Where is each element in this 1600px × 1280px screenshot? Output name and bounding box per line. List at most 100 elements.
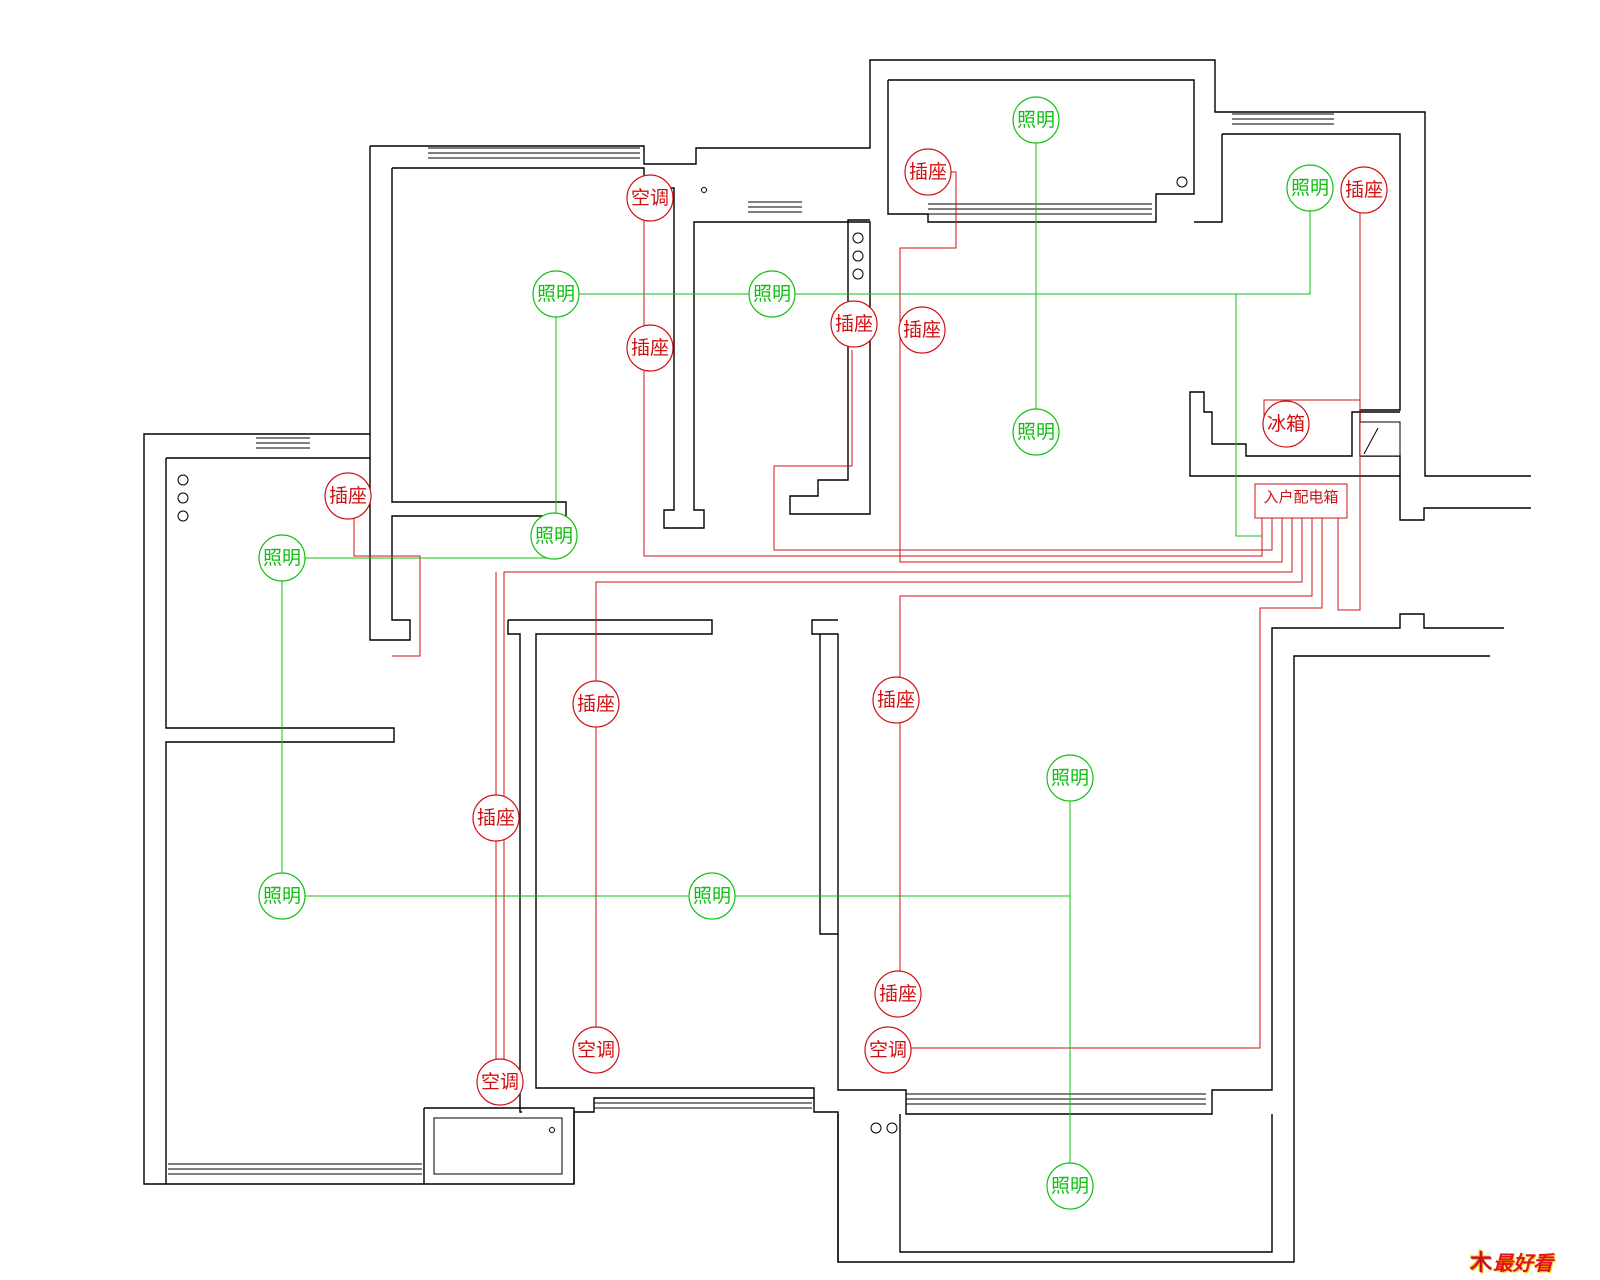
lighting-symbol-circle [258, 534, 306, 582]
socket-symbol-circle [472, 794, 520, 842]
socket-symbol-circle [904, 148, 952, 196]
lighting-symbol-label: 照明 [535, 525, 573, 547]
socket-wire [643, 216, 1263, 557]
wall-outline [370, 59, 1531, 477]
aircon-symbol-label: 空调 [631, 187, 669, 209]
lighting-symbol: 照明 [1012, 96, 1060, 144]
lighting-symbol: 照明 [1286, 164, 1334, 212]
wall-outline [423, 1107, 575, 1184]
wall-outline [819, 634, 838, 935]
socket-symbol: 插座 [1340, 166, 1388, 214]
socket-symbol-circle [872, 676, 920, 724]
fridge-symbol: 冰箱 [1262, 400, 1310, 448]
distribution-panel-box [1254, 483, 1348, 519]
wall-outline [165, 457, 395, 1184]
lighting-symbol: 照明 [530, 512, 578, 560]
watermark-mark: 木 [1470, 1251, 1492, 1276]
socket-symbol: 插座 [626, 324, 674, 372]
pipe-circle [852, 250, 864, 262]
lighting-symbol-circle [532, 270, 580, 318]
lighting-symbol: 照明 [1012, 408, 1060, 456]
socket-symbol-circle [830, 300, 878, 348]
aircon-symbol: 空调 [626, 174, 674, 222]
fridge-symbol-label: 冰箱 [1267, 413, 1305, 435]
lighting-symbol-label: 照明 [537, 283, 575, 305]
socket-symbol-circle [626, 324, 674, 372]
bathtub-fixture [433, 1117, 563, 1175]
socket-symbol-circle [324, 472, 372, 520]
lighting-symbol: 照明 [688, 872, 736, 920]
socket-symbol: 插座 [904, 148, 952, 196]
aircon-symbol-label: 空调 [577, 1039, 615, 1061]
wall-layer [143, 59, 1531, 1263]
socket-symbol-label: 插座 [877, 689, 915, 711]
socket-symbol-label: 插座 [631, 337, 669, 359]
lighting-symbol-circle [688, 872, 736, 920]
wall-outline [1399, 476, 1531, 521]
aircon-symbol: 空调 [864, 1026, 912, 1074]
socket-symbol-label: 插座 [903, 319, 941, 341]
pipe-circle [177, 474, 189, 486]
lighting-symbol-label: 照明 [1051, 767, 1089, 789]
lighting-symbol-circle [1012, 408, 1060, 456]
socket-symbol: 插座 [472, 794, 520, 842]
socket-symbol-circle [1340, 166, 1388, 214]
lighting-symbol: 照明 [258, 872, 306, 920]
socket-symbol-label: 插座 [879, 983, 917, 1005]
pipe-circle [701, 187, 707, 193]
socket-wire [899, 516, 1313, 984]
pipe-circle [852, 232, 864, 244]
pipe-circle [1176, 176, 1188, 188]
watermark-brand: 最好看 [1493, 1250, 1554, 1275]
aircon-symbol: 空调 [476, 1058, 524, 1106]
aircon-symbol-circle [572, 1026, 620, 1074]
wall-outline [392, 167, 871, 529]
socket-symbol: 插座 [874, 970, 922, 1018]
socket-wire [899, 171, 1283, 563]
aircon-symbol-label: 空调 [481, 1071, 519, 1093]
lighting-symbol-circle [1046, 1162, 1094, 1210]
wall-outline [508, 619, 815, 1098]
watermark-logo: 木 最好看 [1470, 1246, 1554, 1277]
wall-outline [369, 146, 567, 641]
shaft-diagonal [1363, 427, 1379, 455]
aircon-symbol: 空调 [572, 1026, 620, 1074]
socket-symbol-circle [874, 970, 922, 1018]
lighting-wire [556, 190, 1311, 295]
lighting-symbol-label: 照明 [1017, 421, 1055, 443]
pipe-circle [177, 510, 189, 522]
socket-symbol-label: 插座 [329, 485, 367, 507]
lighting-symbol-label: 照明 [693, 885, 731, 907]
lighting-symbol: 照明 [748, 270, 796, 318]
shaft-fixture [1359, 421, 1401, 457]
lighting-symbol: 照明 [532, 270, 580, 318]
lighting-symbol-circle [1012, 96, 1060, 144]
lighting-symbol-circle [1286, 164, 1334, 212]
lighting-symbol-label: 照明 [1017, 109, 1055, 131]
distribution-panel-label: 入户配电箱 [1263, 488, 1338, 506]
socket-symbol: 插座 [872, 676, 920, 724]
lighting-symbol: 照明 [1046, 1162, 1094, 1210]
lighting-symbol-label: 照明 [1291, 177, 1329, 199]
distribution-panel: 入户配电箱 [1254, 483, 1348, 519]
lighting-symbol-label: 照明 [1051, 1175, 1089, 1197]
socket-wire [900, 516, 1323, 1049]
pipe-circle [177, 492, 189, 504]
aircon-symbol-label: 空调 [869, 1039, 907, 1061]
pipe-circle [886, 1122, 898, 1134]
socket-symbol-label: 插座 [477, 807, 515, 829]
pipe-circle [852, 268, 864, 280]
socket-symbol-circle [898, 306, 946, 354]
socket-symbol: 插座 [898, 306, 946, 354]
lighting-symbol-circle [1046, 754, 1094, 802]
lighting-symbol-label: 照明 [263, 547, 301, 569]
socket-wire [595, 516, 1303, 1030]
aircon-symbol-circle [626, 174, 674, 222]
lighting-symbol-label: 照明 [263, 885, 301, 907]
socket-symbol-circle [572, 680, 620, 728]
symbol-layer: 照明照明照明照明照明照明照明照明照明照明照明插座插座插座插座插座插座插座插座插座… [258, 96, 1388, 1210]
fridge-symbol-circle [1262, 400, 1310, 448]
wall-outline [1194, 134, 1223, 223]
lighting-symbol-circle [530, 512, 578, 560]
socket-symbol: 插座 [830, 300, 878, 348]
